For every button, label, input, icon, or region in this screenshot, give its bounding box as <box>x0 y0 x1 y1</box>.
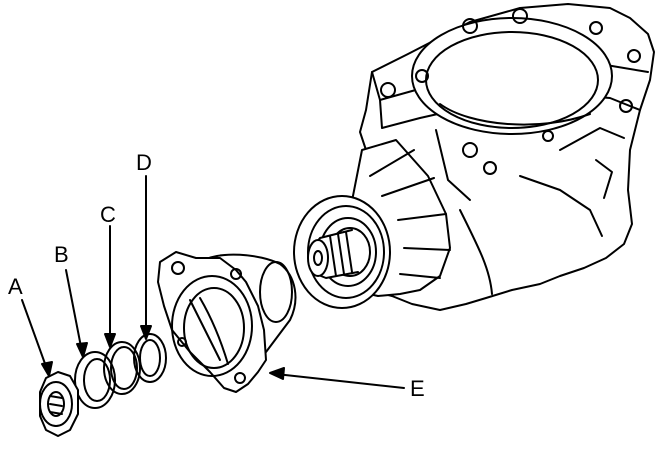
washer <box>75 352 115 408</box>
shaft-spline <box>346 232 352 272</box>
lock-nut <box>40 372 78 436</box>
housing-rib <box>460 210 492 294</box>
flange-housing-rear-ring <box>260 262 292 322</box>
flange-bolt-hole <box>231 269 241 279</box>
housing-bolt-hole <box>620 100 632 112</box>
housing-bolt-hole <box>463 143 477 157</box>
callout-e: E <box>410 376 425 401</box>
lock-nut-face <box>40 382 72 426</box>
housing-nose-rib <box>404 248 450 250</box>
flange-housing-bore-inner <box>184 288 244 368</box>
o-ring-outer <box>134 334 166 382</box>
flange-bolt-hole <box>178 338 186 346</box>
housing-bolt-hole <box>416 70 428 82</box>
flange-housing-shading <box>190 300 220 360</box>
callout-a: A <box>8 274 23 299</box>
leader-e-arrowhead <box>270 368 284 379</box>
callout-d: D <box>136 150 152 175</box>
housing-nose-rib <box>382 178 434 196</box>
shaft-spline <box>330 236 336 276</box>
leader-a <box>22 300 48 372</box>
housing-bolt-hole <box>484 162 496 174</box>
leader-lines <box>22 176 404 388</box>
housing-bolt-hole <box>590 22 602 34</box>
leader-a-arrowhead <box>42 362 52 376</box>
leader-d-arrowhead <box>141 326 151 339</box>
shaft-spline <box>338 234 344 274</box>
snap-ring-outer <box>104 342 140 394</box>
shaft-end-center <box>314 251 322 265</box>
leader-b-arrowhead <box>77 343 87 357</box>
flange-bolt-hole <box>235 373 245 383</box>
snap-ring-inner <box>111 347 137 389</box>
housing-bolt-hole <box>543 131 553 141</box>
lock-nut-thread <box>50 396 62 414</box>
housing-bolt-hole <box>463 19 477 33</box>
snap-ring <box>104 342 140 394</box>
flange-housing-shading <box>200 298 228 364</box>
flange-bolt-hole <box>172 262 184 274</box>
lock-nut-bore <box>48 392 64 416</box>
leader-c-arrowhead <box>105 334 115 347</box>
callout-c: C <box>100 202 116 227</box>
leader-e <box>276 374 404 388</box>
leader-b <box>66 270 82 352</box>
housing-bore-outer <box>412 18 612 134</box>
washer-inner <box>84 359 110 401</box>
flange-housing <box>158 252 295 392</box>
washer-outer <box>75 352 115 408</box>
housing-nose-rib <box>400 274 440 278</box>
housing-rib <box>596 160 612 198</box>
o-ring <box>134 334 166 382</box>
o-ring-inner <box>140 340 160 376</box>
housing-rib <box>560 128 624 150</box>
housing-bolt-hole <box>381 83 395 97</box>
housing-bolt-hole <box>628 50 640 62</box>
housing-rib <box>436 130 470 200</box>
housing-bolt-hole <box>513 9 527 23</box>
housing-nose-rib <box>370 150 414 176</box>
shaft-end <box>308 240 328 276</box>
bearing-assembly <box>294 196 390 308</box>
callout-b: B <box>54 242 69 267</box>
housing-nose-rib <box>398 214 446 220</box>
housing-rib <box>520 176 602 236</box>
housing-bore-depth <box>440 104 590 125</box>
flange-housing-bore <box>172 276 252 376</box>
